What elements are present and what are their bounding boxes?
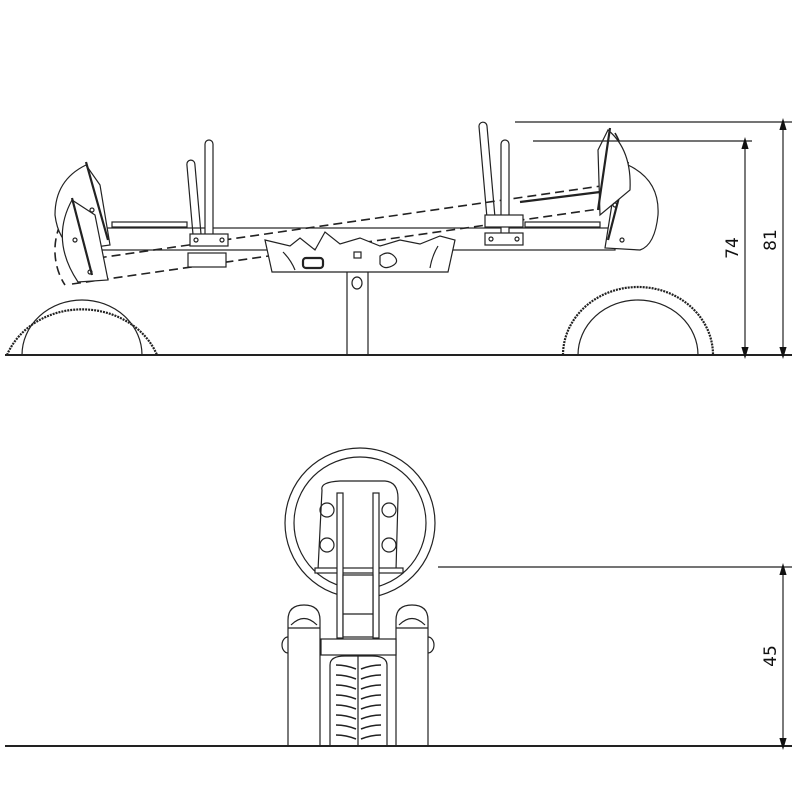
left-tire: [5, 299, 159, 356]
right-seat: [519, 127, 659, 251]
left-seat: [54, 161, 111, 283]
handle-bars: [336, 492, 380, 639]
left-leg: [281, 604, 321, 747]
dimension-74: 74: [533, 137, 752, 359]
dimension-45-label: 45: [761, 645, 781, 667]
dimension-81: 81: [515, 118, 792, 359]
dimension-74-label: 74: [723, 237, 743, 259]
front-view: 45: [5, 447, 792, 750]
dimension-81-label: 81: [761, 229, 781, 251]
dimension-45: 45: [438, 563, 792, 750]
seat-back: [314, 480, 404, 574]
center-decor-box: [264, 231, 456, 273]
right-handle: [478, 121, 524, 246]
right-tire: [561, 285, 715, 356]
side-view: 81 74: [5, 118, 792, 359]
left-handle: [186, 139, 229, 268]
right-leg: [395, 604, 435, 747]
crossbar: [320, 638, 397, 656]
front-tire: [329, 655, 388, 747]
